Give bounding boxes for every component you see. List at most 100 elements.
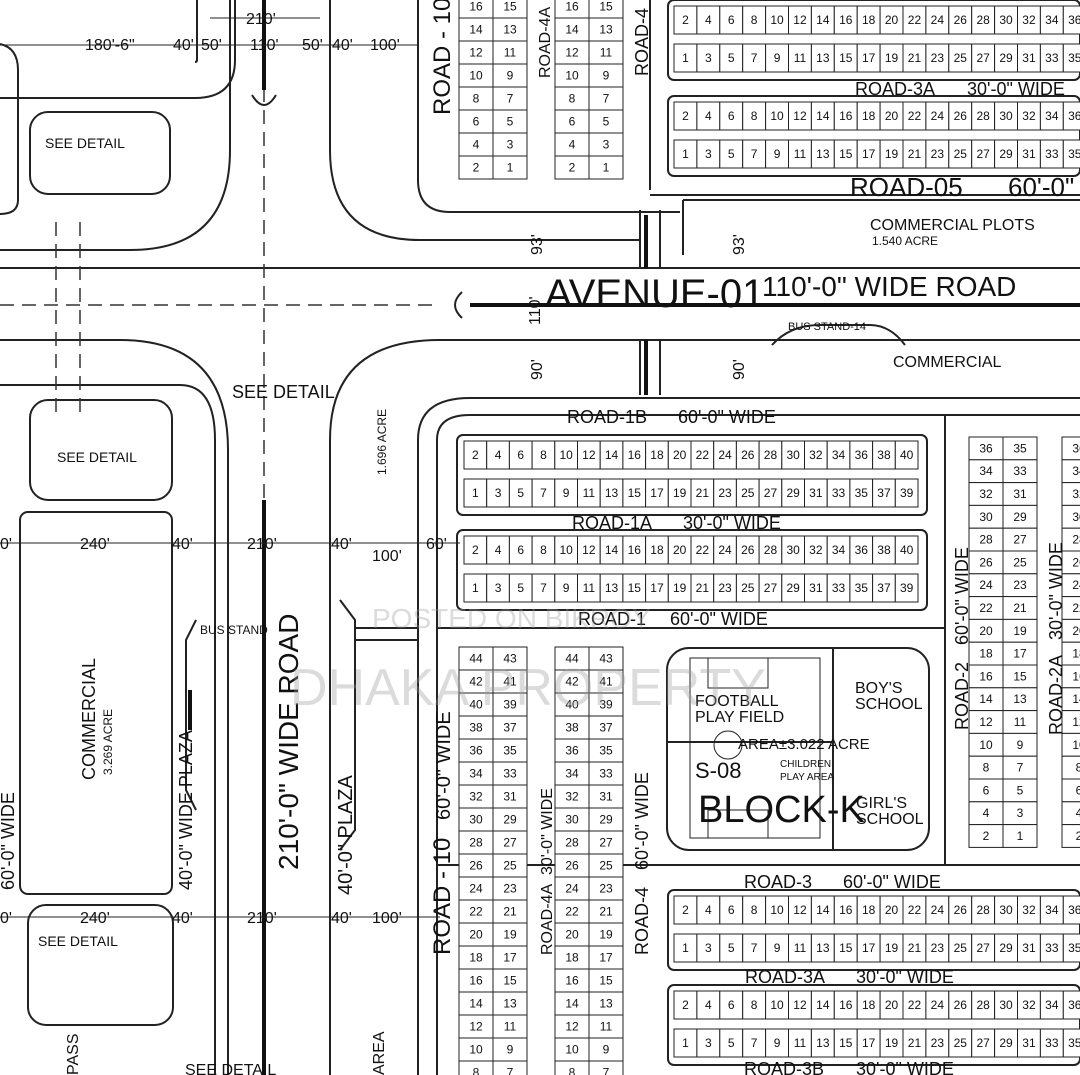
road1-width: 60'-0" WIDE: [670, 609, 768, 629]
big-col-b-plot-number: 23: [503, 882, 517, 896]
road1b-even-plot-number: 30: [786, 448, 800, 462]
medians: [188, 0, 1080, 1075]
right-col-b-plot-number: 9: [1017, 738, 1024, 752]
top-even-plot-number: 16: [839, 13, 853, 27]
big-col-a-plot-number: 18: [469, 951, 483, 965]
right-col-c-plot-number: 10: [1072, 738, 1080, 752]
road1a-even-plot-number: 34: [832, 543, 846, 557]
road1b-odd-plot-number: 7: [540, 486, 547, 500]
top-col-b-plot-number: 5: [507, 115, 514, 129]
top-even-plot-number: 28: [976, 13, 990, 27]
road2a-width: 30'-0" WIDE: [1046, 542, 1066, 640]
mid-odd-plot-number: 13: [816, 147, 830, 161]
top-odd-plot-number: 7: [751, 51, 758, 65]
road3-even-plot-number: 12: [793, 903, 807, 917]
right-col-a-plot-number: 32: [979, 487, 993, 501]
mid-even-plot: [1062, 101, 1080, 131]
road3-odd-plot-number: 25: [954, 941, 968, 955]
top-even-plot-number: 24: [931, 13, 945, 27]
right-col-a-plot-number: 16: [979, 669, 993, 683]
right-col-b-plot-number: 19: [1013, 624, 1027, 638]
road3-even-plot-number: 30: [999, 903, 1013, 917]
road1a-odd-plot-number: 33: [832, 581, 846, 595]
road1b-odd-plot-number: 37: [877, 486, 891, 500]
big-col-b-plot-number: 11: [504, 1020, 517, 1034]
right-col-b-plot: [1002, 824, 1038, 848]
mid-even-plot-number: 24: [931, 109, 945, 123]
road1a-even-plot: [894, 535, 919, 565]
road3a-odd-plot-number: 5: [728, 1036, 735, 1050]
big-col-a-plot-number: 32: [469, 790, 483, 804]
right-col-b-plot-number: 35: [1013, 441, 1027, 455]
road1a-odd-plot-number: 37: [877, 581, 891, 595]
big-col-b-plot-number: 29: [503, 813, 517, 827]
mid-odd-plot-number: 9: [774, 147, 781, 161]
road10-width: 60'-0" WIDE: [433, 711, 455, 820]
big-col-a-plot-number: 36: [469, 744, 483, 758]
road3-even-plot-number: 20: [885, 903, 899, 917]
top-even-plot-number: 20: [885, 13, 899, 27]
road1a-even-plot-number: 14: [605, 543, 619, 557]
top-col-c-plot-number: 14: [565, 23, 579, 37]
right-col-c-plot-number: 28: [1072, 533, 1080, 547]
big-col-c-plot-number: 32: [565, 790, 579, 804]
road1b-even-plot-number: 14: [605, 448, 619, 462]
big-col-b-plot-number: 25: [503, 859, 517, 873]
road3-odd-plot-number: 33: [1045, 941, 1059, 955]
right-col-a-plot-number: 20: [979, 624, 993, 638]
top-col-d-plot-number: 3: [603, 138, 610, 152]
top-col-b-plot-number: 15: [503, 0, 517, 14]
road1a-even-plot-number: 30: [786, 543, 800, 557]
road3a-even-plot-number: 10: [770, 998, 784, 1012]
top-col-d-plot-number: 13: [599, 23, 613, 37]
top-even-plot-number: 14: [816, 13, 830, 27]
top-col-d-plot-number: 1: [603, 161, 610, 175]
right-col-a-plot-number: 4: [983, 806, 990, 820]
big-col-b-plot-number: 9: [507, 1043, 514, 1057]
top-col-d-plot-number: 9: [603, 69, 610, 83]
right-col-c-plot: [1061, 824, 1080, 848]
road1a-even-plot-number: 32: [809, 543, 823, 557]
right-col-b-plot-number: 33: [1013, 464, 1027, 478]
area-3022-label: AREA±3.022 ACRE: [738, 736, 870, 753]
road1b-odd-plot-number: 1: [472, 486, 479, 500]
road1b-even-plot-number: 28: [764, 448, 778, 462]
big-col-b-plot-number: 39: [503, 698, 517, 712]
road1a-odd-plot: [894, 573, 919, 603]
road1b-even-plot-number: 32: [809, 448, 823, 462]
big-col-c-plot-number: 18: [565, 951, 579, 965]
road3-even-plot: [1062, 895, 1080, 925]
road3a-even-plot-number: 4: [705, 998, 712, 1012]
top-col-b-plot-number: 11: [504, 46, 517, 60]
road1a-even-plot-number: 16: [628, 543, 642, 557]
road1b-odd-plot-number: 27: [764, 486, 778, 500]
mid-even-plot-number: 34: [1045, 109, 1059, 123]
road1b-odd-plot-number: 33: [832, 486, 846, 500]
road3a-even-plot-number: 24: [931, 998, 945, 1012]
top-col-a-plot-number: 4: [473, 138, 480, 152]
road3-odd-plot-number: 19: [885, 941, 899, 955]
road1b-label: ROAD-1B: [567, 407, 647, 427]
right-col-b-plot-number: 1: [1017, 829, 1024, 843]
road1a-odd-plot-number: 9: [563, 581, 570, 595]
road3a-odd-plot-number: 23: [931, 1036, 945, 1050]
big-col-c-plot-number: 28: [565, 836, 579, 850]
top-col-c-plot-number: 10: [565, 69, 579, 83]
mid-odd-plot-number: 7: [751, 147, 758, 161]
big-col-a-plot-number: 20: [469, 928, 483, 942]
right-col-c-plot-number: 26: [1072, 555, 1080, 569]
mid-odd-plot-number: 11: [794, 147, 807, 161]
big-col-d-plot-number: 7: [603, 1066, 610, 1075]
big-col-a-plot-number: 40: [469, 698, 483, 712]
top-odd-plot-number: 3: [705, 51, 712, 65]
road1a-odd-plot-number: 27: [764, 581, 778, 595]
right-col-b-plot-number: 25: [1013, 555, 1027, 569]
road3a-odd-plot-number: 27: [976, 1036, 990, 1050]
big-col-c-plot-number: 10: [565, 1043, 579, 1057]
mid-even-plot-number: 8: [751, 109, 758, 123]
top-odd-plot-number: 25: [954, 51, 968, 65]
watermark-big: DHAKA PROPERTY: [290, 659, 766, 717]
top-col-a-plot-number: 6: [473, 115, 480, 129]
right-col-c-plot-number: 8: [1076, 761, 1080, 775]
